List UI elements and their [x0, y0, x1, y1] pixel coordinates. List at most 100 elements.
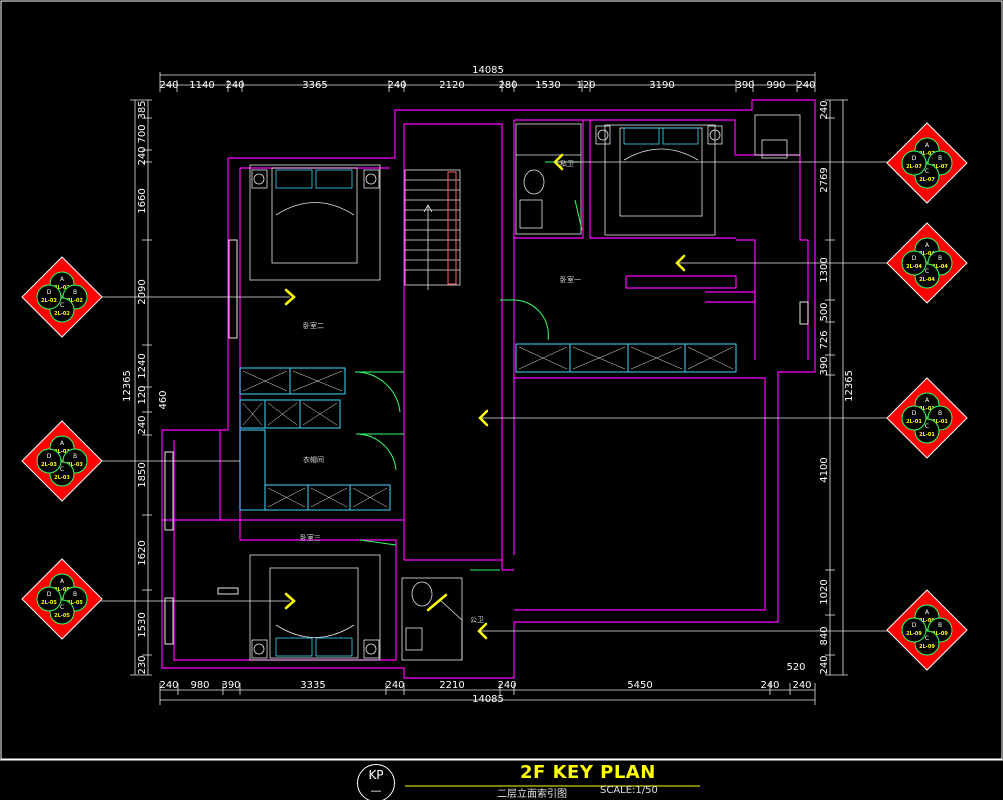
tag-letter: B	[73, 289, 77, 296]
dim-top-3: 240	[225, 80, 244, 91]
tag-code: 2L-07	[906, 164, 922, 170]
dimension-lines	[134, 74, 844, 701]
dim-right-3: 1300	[819, 257, 830, 282]
tag-letter: A	[60, 276, 65, 283]
drawing-scale: SCALE:1/50	[600, 785, 658, 796]
beds	[249, 124, 723, 661]
tag-letter: C	[60, 604, 64, 611]
tag-code: 2L-07	[932, 164, 948, 170]
dim-left-3: 240	[137, 146, 148, 165]
tag-code: 2L-09	[919, 644, 935, 650]
dim-bottom-8: 5450	[627, 680, 652, 691]
dim-right-2: 2769	[819, 167, 830, 192]
dim-top-10: 3190	[649, 80, 674, 91]
room-label-closet: 衣帽间	[303, 455, 324, 464]
tag-letter: A	[925, 242, 930, 249]
dim-left-6: 1240	[137, 353, 148, 378]
dim-top-2: 1140	[189, 80, 214, 91]
tag-letter: A	[60, 578, 65, 585]
index-arrows	[284, 153, 686, 640]
tag-code: 2L-07	[919, 177, 935, 183]
dim-top-8: 1530	[535, 80, 560, 91]
dim-right-9: 840	[819, 626, 830, 645]
tag-letter: C	[925, 423, 929, 430]
dim-right-4: 500	[819, 302, 830, 321]
right-dims: 240 2769 1300 500 726 390 4100 1020 840 …	[819, 100, 855, 674]
tag-letter: B	[938, 622, 942, 629]
dim-right-5: 726	[819, 330, 830, 349]
tag-code: 2L-05	[67, 600, 83, 606]
dim-left-10: 1850	[137, 462, 148, 487]
dim-top-7: 280	[498, 80, 517, 91]
tag-code: 2L-02	[41, 298, 57, 304]
tag-letter: A	[60, 440, 65, 447]
tag-code: 2L-03	[54, 475, 70, 481]
tag-code: 2L-01	[919, 406, 935, 412]
windows	[164, 239, 809, 645]
dim-right-6: 390	[819, 356, 830, 375]
tag-letter: D	[912, 410, 917, 417]
tag-code: 2L-09	[919, 618, 935, 624]
dim-left-13: 230	[137, 655, 148, 674]
drawing-subtitle: 二层立面索引图	[497, 789, 567, 800]
dim-left-total: 12365	[122, 370, 133, 402]
dim-bottom-7: 240	[497, 680, 516, 691]
dim-left-1: 385	[137, 100, 148, 119]
dim-top-1: 240	[159, 80, 178, 91]
kp-badge: KP —	[357, 764, 395, 800]
leader-lines	[100, 161, 888, 632]
tag-code: 2L-04	[906, 264, 922, 270]
tag-code: 2L-09	[906, 631, 922, 637]
dim-right-10: 240	[819, 655, 830, 674]
drawing-title: 2F KEY PLAN	[520, 762, 656, 783]
stair-handrail	[447, 171, 457, 285]
tag-code: 2L-02	[54, 311, 70, 317]
dim-top-4: 3365	[302, 80, 327, 91]
tag-letter: D	[47, 591, 52, 598]
dim-bottom-3: 390	[221, 680, 240, 691]
room-label-bedroom2: 卧室二	[303, 321, 324, 330]
left-dims: 385 700 240 1660 2090 1240 120 240 460 1…	[122, 100, 169, 674]
dim-bottom-4: 3335	[300, 680, 325, 691]
tag-code: 2L-05	[54, 613, 70, 619]
dim-left-9: 460	[158, 390, 169, 409]
dim-top-5: 240	[387, 80, 406, 91]
doors	[354, 161, 583, 571]
dim-right-8: 1020	[819, 579, 830, 604]
dim-left-8: 240	[137, 415, 148, 434]
tag-letter: B	[938, 410, 942, 417]
stairs	[404, 169, 461, 290]
tag-code: 2L-05	[41, 600, 57, 606]
tag-code: 2L-02	[67, 298, 83, 304]
dim-left-2: 700	[137, 124, 148, 143]
tag-code: 2L-01	[919, 432, 935, 438]
dim-top-12: 990	[766, 80, 785, 91]
kp-badge-sub: —	[370, 784, 382, 797]
dim-bottom-9: 240	[760, 680, 779, 691]
tag-letter: B	[938, 255, 942, 262]
tag-letter: C	[925, 635, 929, 642]
arrow-bedroom3	[284, 592, 296, 610]
tag-code: 2L-09	[932, 631, 948, 637]
dim-total-bottom: 14085	[472, 694, 504, 705]
bathroom-fixtures	[401, 114, 801, 661]
cabinets	[239, 343, 737, 511]
tag-letter: C	[925, 168, 929, 175]
dim-bottom-5: 240	[385, 680, 404, 691]
tag-code: 2L-03	[54, 449, 70, 455]
dim-top-13: 240	[796, 80, 815, 91]
tag-code: 2L-07	[919, 151, 935, 157]
drawing-frame	[0, 0, 1003, 760]
tag-letter: C	[60, 466, 64, 473]
dim-bottom-2: 980	[190, 680, 209, 691]
kp-badge-label: KP	[368, 768, 384, 782]
dim-left-7: 120	[137, 385, 148, 404]
tag-code: 2L-03	[67, 462, 83, 468]
